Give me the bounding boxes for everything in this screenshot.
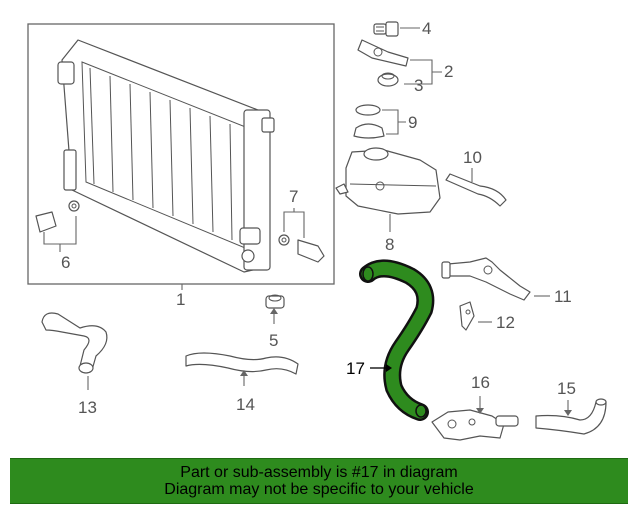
callout-4: 4 xyxy=(422,19,431,38)
callout-1: 1 xyxy=(176,290,185,309)
upper-hose[interactable] xyxy=(41,312,108,374)
temperature-sensor[interactable] xyxy=(278,234,325,263)
callout-10: 10 xyxy=(463,148,482,167)
leader-16-arrow xyxy=(476,408,484,414)
radiator[interactable] xyxy=(57,39,275,273)
callout-17: 17 xyxy=(346,359,365,378)
callout-7: 7 xyxy=(289,187,298,206)
leader-14-arrow xyxy=(240,370,248,376)
callout-12: 12 xyxy=(496,313,515,332)
coolant-reservoir[interactable] xyxy=(335,147,441,215)
callout-8: 8 xyxy=(385,235,394,254)
bracket[interactable] xyxy=(357,39,409,67)
leader-7 xyxy=(283,208,305,238)
banner-line-1: Part or sub-assembly is #17 in diagram xyxy=(180,464,458,481)
water-pipe[interactable] xyxy=(431,409,519,441)
callout-9: 9 xyxy=(408,113,417,132)
water-outlet[interactable] xyxy=(441,257,531,301)
heater-hose[interactable] xyxy=(535,398,607,435)
leader-2-3 xyxy=(404,59,442,85)
reservoir-cap[interactable] xyxy=(353,104,385,139)
callout-11: 11 xyxy=(554,287,572,306)
grommet[interactable] xyxy=(377,72,399,87)
callout-14: 14 xyxy=(236,395,255,414)
leader-6 xyxy=(43,216,77,252)
bolt[interactable] xyxy=(373,21,399,37)
coolant-sensor[interactable] xyxy=(459,301,475,331)
callout-15: 15 xyxy=(557,379,576,398)
callout-6: 6 xyxy=(61,253,70,272)
leader-15-arrow xyxy=(564,410,572,416)
overflow-hose[interactable] xyxy=(445,173,507,207)
callout-13: 13 xyxy=(78,398,97,417)
lower-radiator-hose[interactable] xyxy=(359,259,435,421)
callout-3: 3 xyxy=(414,76,423,95)
bypass-hose[interactable] xyxy=(185,352,299,375)
callout-2: 2 xyxy=(444,62,453,81)
info-banner: Part or sub-assembly is #17 in diagram D… xyxy=(10,458,628,504)
callout-5: 5 xyxy=(269,331,278,350)
callout-16: 16 xyxy=(471,373,490,392)
leader-17-arrow xyxy=(386,364,392,372)
bleeder-plug[interactable] xyxy=(265,294,285,309)
leader-5-arrow xyxy=(270,308,278,314)
drain-plug[interactable] xyxy=(35,200,80,233)
leader-9 xyxy=(382,109,406,135)
banner-line-2: Diagram may not be specific to your vehi… xyxy=(164,481,474,498)
